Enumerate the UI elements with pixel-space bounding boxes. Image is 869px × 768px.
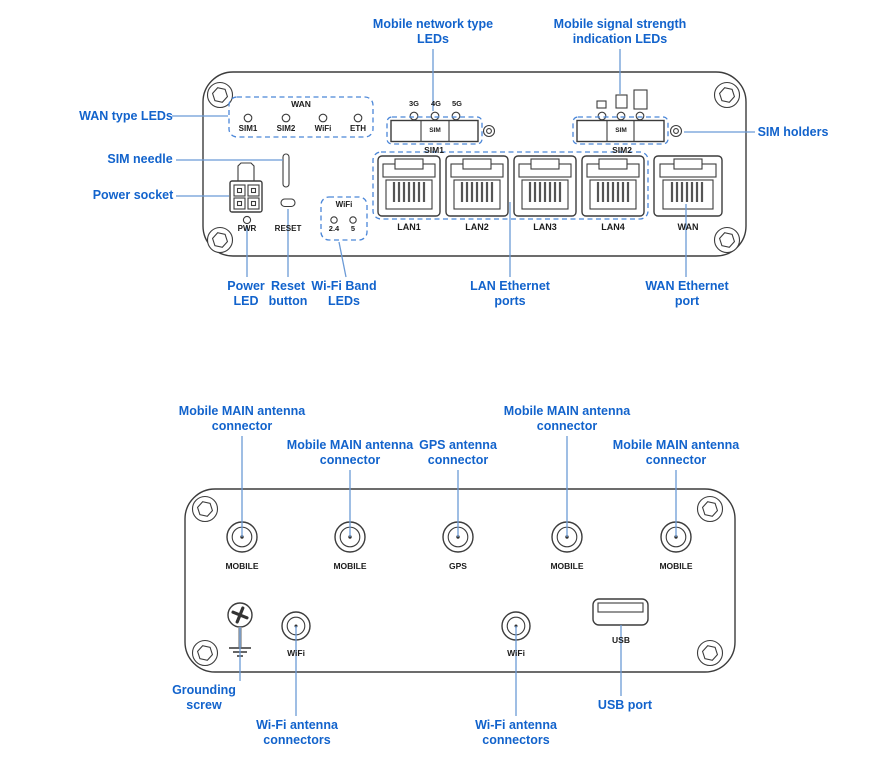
annotation-lan-ethernet-ports: LAN Ethernet ports [470, 279, 550, 308]
sim2-tray-text: SIM [615, 127, 627, 134]
annotation-sim-holders: SIM holders [757, 125, 829, 139]
led-label-3g: 3G [408, 99, 420, 108]
network-type-leds [409, 111, 461, 121]
annotation-power-led: Power LED [227, 279, 265, 308]
wifi-connector-label-2: WiFi [507, 648, 525, 658]
led-label-sim2: SIM2 [276, 124, 296, 133]
annotation-mobile-main-antenna-4: Mobile MAIN antenna connector [612, 438, 740, 467]
antenna-label-mobile-4: MOBILE [659, 561, 693, 571]
led-label-5g: 5G [451, 99, 463, 108]
annotation-wan-type-leds: WAN type LEDs [79, 109, 173, 123]
annotation-mobile-network-type-leds: Mobile network type LEDs [372, 17, 494, 46]
port-label-lan1: LAN1 [397, 222, 421, 232]
power-socket[interactable] [229, 162, 263, 213]
led-wifi [318, 113, 328, 123]
annotation-mobile-main-antenna-1: Mobile MAIN antenna connector [178, 404, 306, 433]
port-label-wan: WAN [677, 222, 699, 232]
sim1-label: SIM1 [424, 145, 444, 155]
lan3-port[interactable] [512, 154, 578, 218]
led-wifi-24 [330, 216, 338, 224]
corner-screw-icon [696, 639, 724, 667]
usb-label: USB [612, 635, 630, 645]
signal-bar-large [633, 89, 648, 110]
wan-port[interactable] [653, 155, 723, 217]
lan-port-group [372, 151, 649, 220]
wifi-group-title: WiFi [335, 200, 353, 209]
annotation-sim-needle: SIM needle [107, 152, 173, 166]
sim1-holder[interactable] [386, 116, 483, 145]
antenna-label-mobile-1: MOBILE [225, 561, 259, 571]
pwr-label: PWR [237, 224, 257, 233]
wan-group-title: WAN [291, 99, 311, 109]
port-label-lan4: LAN4 [601, 222, 625, 232]
corner-screw-icon [696, 495, 724, 523]
sim2-screw-icon [669, 124, 683, 138]
antenna-label-mobile-3: MOBILE [550, 561, 584, 571]
annotation-power-socket: Power socket [92, 188, 174, 202]
lan4-port[interactable] [580, 154, 646, 218]
led-sim2 [281, 113, 291, 123]
annotation-grounding-screw: Grounding screw [172, 683, 236, 712]
wan-type-led-group [228, 96, 374, 138]
reset-label: RESET [274, 224, 302, 233]
wifi-band-led-group [320, 196, 368, 241]
corner-screw-icon [191, 495, 219, 523]
led-label-sim1: SIM1 [238, 124, 258, 133]
led-label-eth: ETH [350, 124, 366, 133]
sim1-screw-icon [482, 124, 496, 138]
usb-port[interactable] [592, 598, 649, 626]
sim1-tray-text: SIM [429, 127, 441, 134]
led-sim1 [243, 113, 253, 123]
power-led [242, 215, 252, 225]
corner-screw-icon [713, 226, 741, 254]
reset-button[interactable] [280, 198, 296, 208]
led-wifi-5 [349, 216, 357, 224]
sim2-label: SIM2 [612, 145, 632, 155]
wifi-5-label: 5 [350, 224, 356, 233]
annotation-reset-button: Reset button [268, 279, 308, 308]
sim-needle [282, 153, 290, 188]
corner-screw-icon [713, 81, 741, 109]
antenna-label-gps: GPS [449, 561, 467, 571]
annotation-wifi-antenna-1: Wi-Fi antenna connectors [256, 718, 338, 747]
port-label-lan3: LAN3 [533, 222, 557, 232]
sim2-holder[interactable] [572, 116, 669, 145]
led-eth [353, 113, 363, 123]
wifi-24-label: 2.4 [328, 224, 340, 233]
lan1-port[interactable] [376, 154, 442, 218]
lan2-port[interactable] [444, 154, 510, 218]
front-panel [202, 71, 747, 257]
led-label-wifi: WiFi [314, 124, 332, 133]
annotation-wan-ethernet-port: WAN Ethernet port [645, 279, 729, 308]
annotation-mobile-signal-strength-leds: Mobile signal strength indication LEDs [553, 17, 687, 46]
signal-strength-leds [596, 89, 648, 121]
led-label-4g: 4G [430, 99, 442, 108]
corner-screw-icon [191, 639, 219, 667]
wifi-connector-label-1: WiFi [287, 648, 305, 658]
annotation-usb-port: USB port [597, 698, 653, 712]
leader-wifi-band-leds [338, 241, 347, 278]
bottom-panel [184, 488, 736, 673]
corner-screw-icon [206, 226, 234, 254]
leader-lines [172, 49, 755, 716]
signal-bar-medium [615, 94, 628, 109]
annotation-wifi-antenna-2: Wi-Fi antenna connectors [475, 718, 557, 747]
annotation-gps-antenna: GPS antenna connector [419, 438, 497, 467]
annotation-mobile-main-antenna-3: Mobile MAIN antenna connector [503, 404, 631, 433]
annotation-mobile-main-antenna-2: Mobile MAIN antenna connector [286, 438, 414, 467]
port-label-lan2: LAN2 [465, 222, 489, 232]
signal-bar-small [596, 100, 607, 109]
antenna-label-mobile-2: MOBILE [333, 561, 367, 571]
annotation-wifi-band-leds: Wi-Fi Band LEDs [311, 279, 377, 308]
